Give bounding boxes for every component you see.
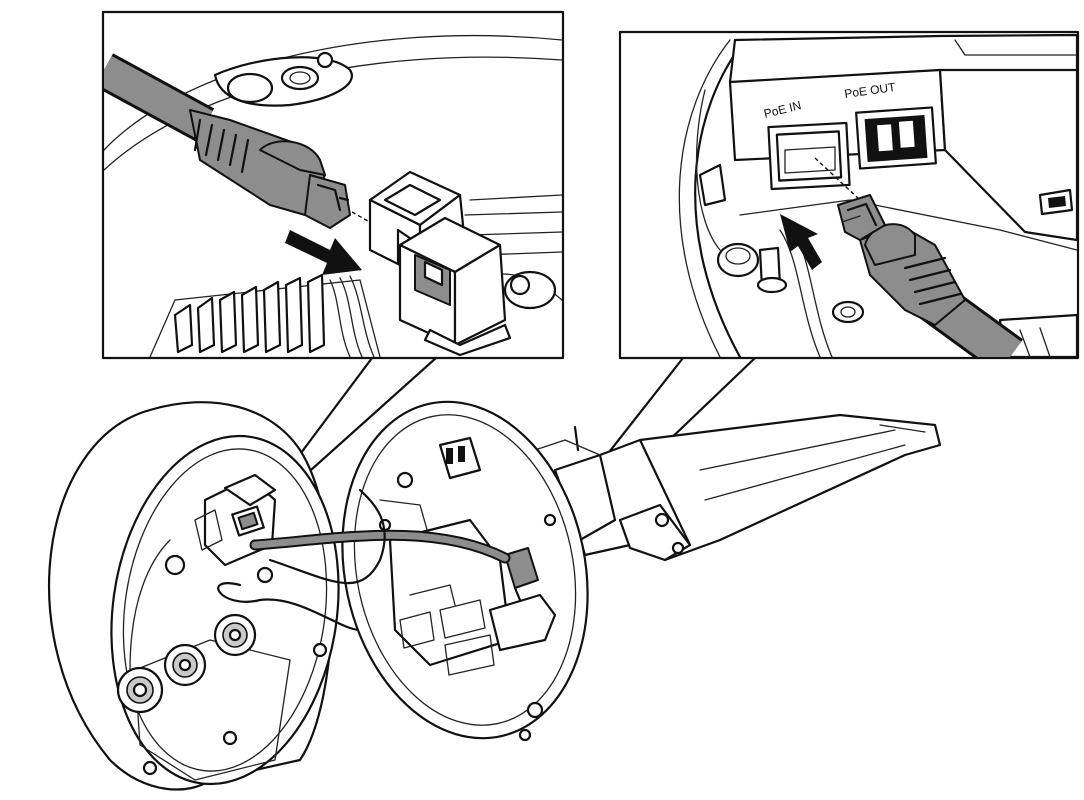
cable-gland-c: [213, 613, 257, 657]
lan-plug-left: [104, 53, 351, 229]
insert-arrow-left: [285, 230, 362, 275]
lan-cable: [249, 488, 511, 585]
rj45-jack-left: [368, 170, 512, 357]
poe-out-port: [855, 106, 937, 170]
base-housing: [48, 401, 362, 791]
camera-lid: [341, 400, 589, 742]
terminal-wires: [149, 262, 381, 357]
cable-gland-a: [116, 666, 164, 714]
lan-plug-right: [837, 194, 1023, 357]
lid-poe-socket: [488, 547, 557, 652]
inset-right: PoE IN PoE OUT: [618, 30, 1080, 360]
base-terminal-block: [194, 473, 277, 567]
cable-gland-b: [163, 643, 207, 687]
insert-arrow-right: [780, 214, 822, 270]
mounting-arm: [519, 413, 942, 562]
poe-in-port: [767, 121, 851, 191]
camera-base-assembly: [48, 400, 942, 791]
inset-left: [101, 10, 565, 360]
